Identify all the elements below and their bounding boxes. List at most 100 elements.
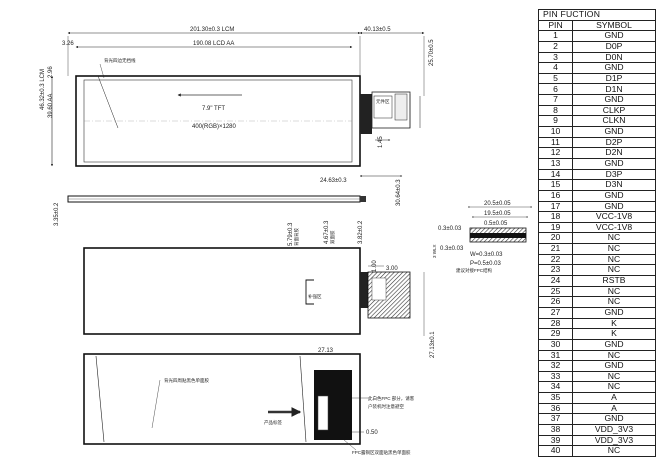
pad-w2: W=0.3±0.03	[470, 252, 503, 258]
pin-number: 22	[538, 253, 573, 266]
pin-symbol: CLKP	[572, 104, 656, 117]
pin-number: 14	[538, 168, 573, 181]
pin-symbol: VDD_3V3	[572, 434, 656, 447]
fpc-note-1: 此白色FPC 部分，请客	[368, 395, 415, 402]
back-label-small: 产品标签	[264, 419, 282, 426]
table-title-row: PIN FUCTION	[538, 9, 656, 21]
pin-symbol: GND	[572, 200, 656, 213]
pin-symbol: A	[572, 402, 656, 415]
pin-symbol: GND	[572, 413, 656, 425]
pin-number: 24	[538, 275, 573, 287]
fpc-connector	[360, 94, 372, 134]
fpc-ic-note: 元件区	[376, 98, 390, 105]
pin-number: 35	[538, 392, 573, 404]
front-view: 201.30±0.3 LCM 40.13±0.5 190.08 LCD AA 3…	[40, 27, 435, 206]
fpc-note-2: 户装机时注意避空	[368, 403, 404, 410]
pin-number: 40	[538, 445, 573, 457]
pin-symbol: GND	[572, 94, 656, 106]
pin-number: 37	[538, 413, 573, 425]
pin-symbol: D1N	[572, 83, 656, 96]
pin-number: 36	[538, 402, 573, 415]
col-pin-header: PIN	[538, 19, 573, 32]
rear-outline	[83, 247, 361, 335]
pin-number: 38	[538, 424, 573, 436]
pitch-3: 0.5±0.05	[484, 221, 508, 227]
pin-number: 33	[538, 370, 573, 383]
resolution-label: 400(RGB)×1280	[192, 124, 237, 130]
pin-symbol: GND	[572, 30, 656, 42]
pin-symbol: NC	[572, 445, 656, 457]
fpc-pos-dim: 30.64±0.3	[396, 179, 402, 206]
pin-symbol: CLKN	[572, 115, 656, 128]
pin-number: 8	[538, 104, 573, 117]
side-note-1: 背面背胶	[293, 228, 300, 246]
pin-number: 10	[538, 126, 573, 138]
pin-symbol: VDD_3V3	[572, 424, 656, 436]
pad-p: P=0.5±0.03	[470, 261, 501, 267]
table-title: PIN FUCTION	[538, 9, 656, 21]
pin-number: 26	[538, 296, 573, 308]
pin-number: 31	[538, 349, 573, 362]
pin-number: 17	[538, 200, 573, 213]
pin-symbol: VCC-1V8	[572, 211, 656, 223]
pin-symbol: D3P	[572, 168, 656, 181]
side-note-2: 双面胶	[329, 230, 336, 244]
pitch-1: 20.5±0.05	[484, 201, 511, 207]
gap-2: 3.00	[386, 266, 398, 272]
top-offset-dim: 2.96	[48, 66, 54, 78]
t-mark: 27.13	[318, 348, 334, 354]
pin-number: 15	[538, 179, 573, 191]
pin-number: 3	[538, 51, 573, 64]
pin-symbol: K	[572, 328, 656, 340]
top-note: 背光四边无挡线	[104, 57, 136, 64]
pin-symbol: NC	[572, 285, 656, 298]
pin-symbol: GND	[572, 189, 656, 202]
pin-number: 34	[538, 381, 573, 394]
pin-symbol: NC	[572, 349, 656, 362]
fpc-thk: 3 WLX	[432, 244, 437, 258]
col-symbol-header: SYMBOL	[572, 19, 656, 32]
side-view: 3.35±0.2 5.79±0.3 背面背胶 4.67±0.3 双面胶 3.82…	[54, 195, 366, 246]
aa-width-dim: 190.08 LCD AA	[193, 41, 234, 47]
pin-symbol: GND	[572, 126, 656, 138]
fpc-length-dim: 25.70±0.5	[429, 39, 435, 66]
pin-number: 12	[538, 147, 573, 159]
pin-symbol: NC	[572, 381, 656, 394]
bottom-view: 背光四周贴黑色单面胶 27.13 产品标签 此白色FPC 部分，请客 户装机时注…	[83, 348, 415, 456]
pin-number: 20	[538, 232, 573, 245]
pin-number: 16	[538, 189, 573, 202]
back-height-dim: 27.13±0.1	[430, 331, 436, 358]
pin-number: 7	[538, 94, 573, 106]
bottom-gap: 0.50	[366, 430, 378, 436]
pin-symbol: NC	[572, 243, 656, 255]
rear-view: 补强区 1.00 3.00 27.13±0.1	[83, 247, 436, 358]
pin-symbol: NC	[572, 370, 656, 383]
pin-symbol: VCC-1V8	[572, 221, 656, 234]
pin-symbol: GND	[572, 157, 656, 170]
pin-symbol: D2N	[572, 147, 656, 159]
pin-symbol: K	[572, 317, 656, 330]
pin-symbol: GND	[572, 62, 656, 74]
lcm-height-dim: 46.32±0.3 LCM	[40, 69, 46, 110]
